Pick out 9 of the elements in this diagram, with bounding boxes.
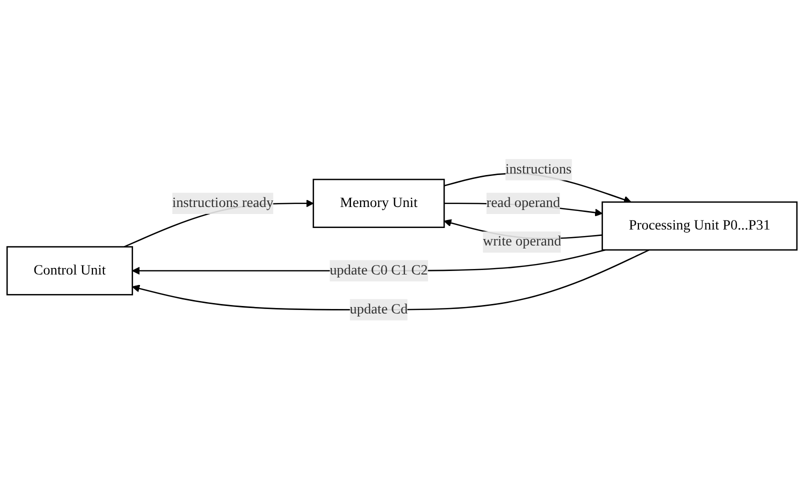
edge-label: write operand <box>482 234 562 250</box>
edge-label: instructions ready <box>172 196 274 211</box>
edge-label: update C0 C1 C2 <box>330 263 428 278</box>
edge-label: read operand <box>486 196 560 211</box>
node-box: Control Unit <box>6 246 134 296</box>
node-box: Processing Unit P0...P31 <box>602 202 798 251</box>
edge-label: instructions <box>505 162 572 178</box>
node-box: Memory Unit <box>312 179 445 228</box>
edge-label: update Cd <box>350 302 408 318</box>
